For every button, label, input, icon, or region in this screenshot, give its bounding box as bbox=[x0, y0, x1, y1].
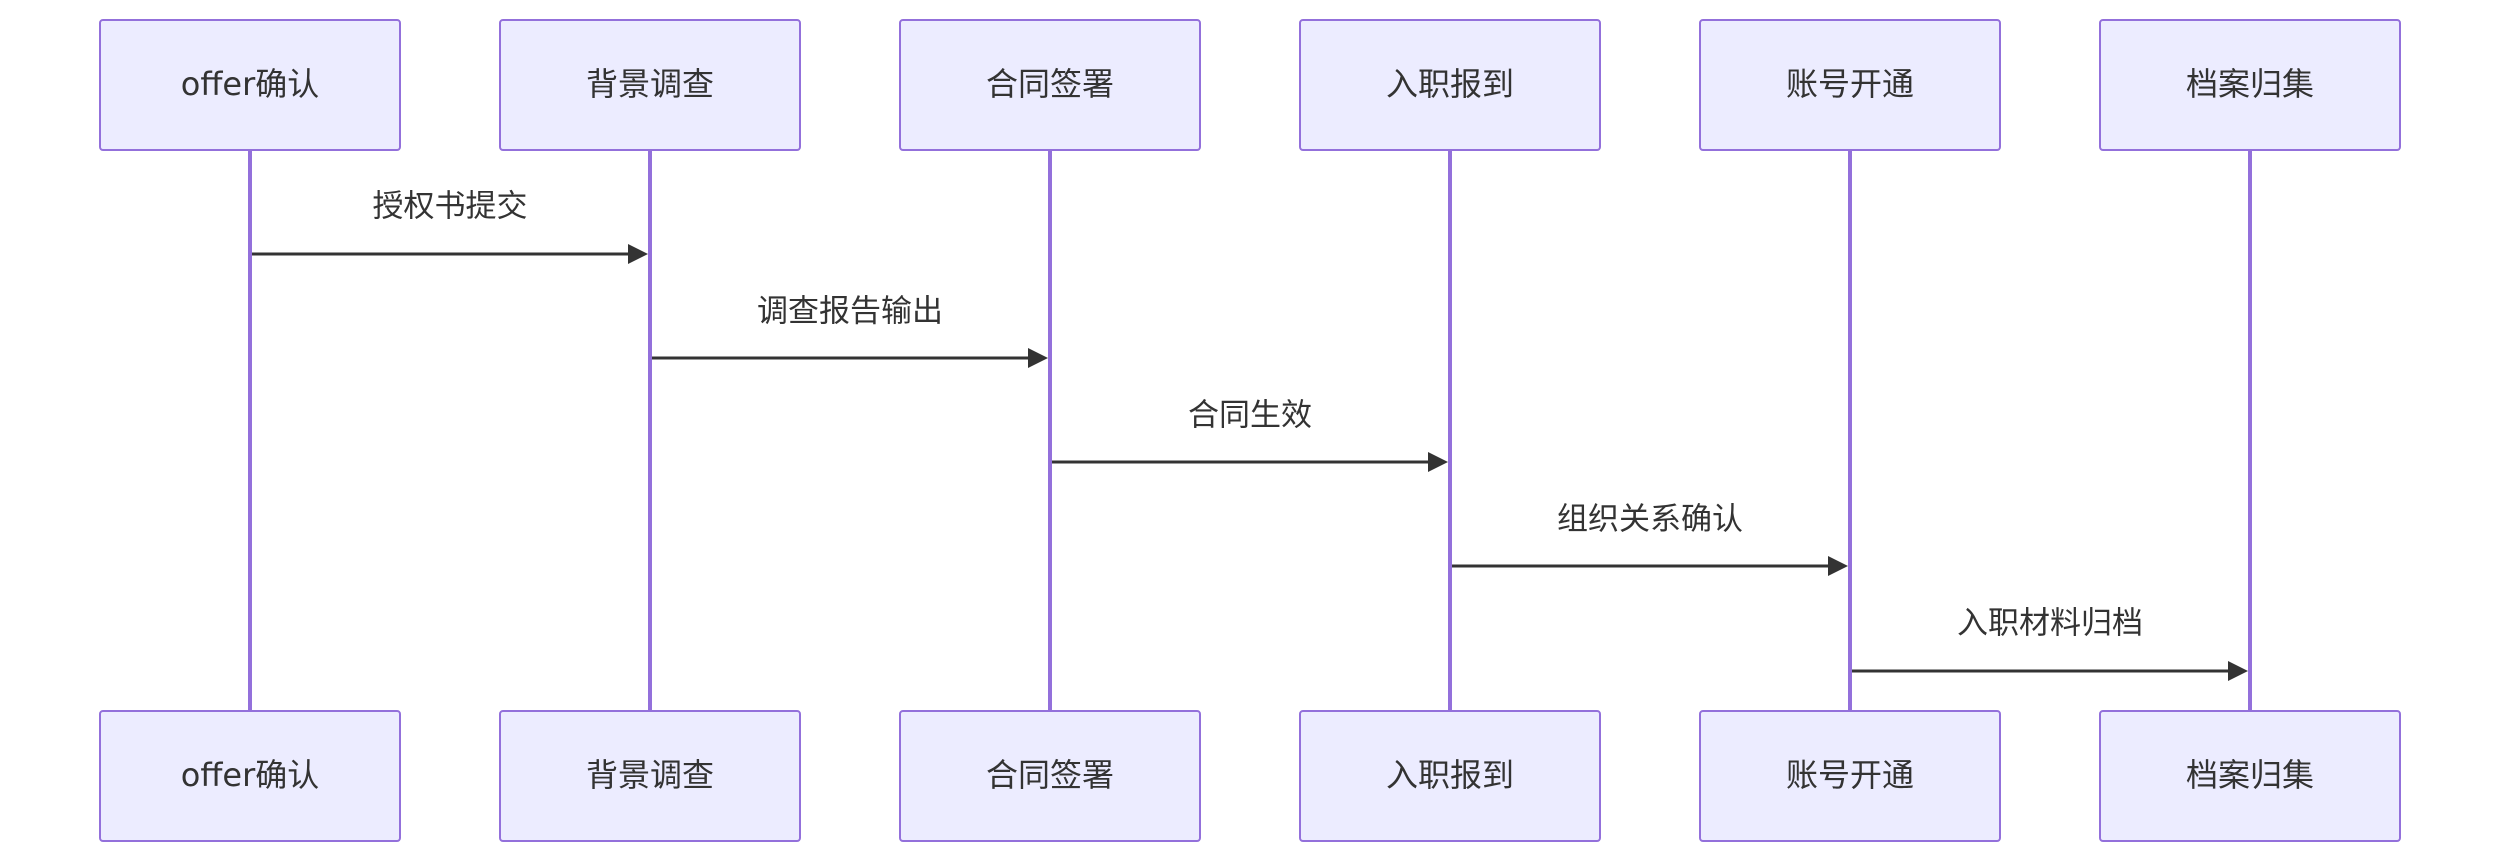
message-2-arrow-icon bbox=[1028, 348, 1048, 368]
actor-bottom-onboarding-label: 入职报到 bbox=[1386, 756, 1514, 794]
message-4-label: 组织关系确认 bbox=[1557, 502, 1743, 538]
message-5-label: 入职材料归档 bbox=[1957, 606, 2143, 642]
actor-bottom-contract: 合同签署 bbox=[899, 710, 1201, 842]
actor-top-offer: offer确认 bbox=[99, 19, 401, 151]
actor-bottom-account: 账号开通 bbox=[1699, 710, 2001, 842]
actor-bottom-contract-label: 合同签署 bbox=[986, 756, 1114, 794]
actor-top-account: 账号开通 bbox=[1699, 19, 2001, 151]
message-3: 合同生效 bbox=[1052, 398, 1448, 472]
actor-top-contract-label: 合同签署 bbox=[986, 65, 1114, 103]
message-5: 入职材料归档 bbox=[1852, 606, 2248, 681]
message-1: 授权书提交 bbox=[252, 189, 648, 264]
actor-top-onboarding: 入职报到 bbox=[1299, 19, 1601, 151]
actor-top-archive-label: 档案归集 bbox=[2186, 65, 2314, 103]
actor-top-background-label: 背景调查 bbox=[586, 65, 714, 103]
message-3-label: 合同生效 bbox=[1188, 398, 1312, 434]
message-2-label: 调查报告输出 bbox=[757, 294, 943, 330]
actor-bottom-offer-label: offer确认 bbox=[181, 756, 319, 794]
message-1-label: 授权书提交 bbox=[373, 189, 528, 225]
actor-bottom-onboarding: 入职报到 bbox=[1299, 710, 1601, 842]
actor-top-account-label: 账号开通 bbox=[1786, 65, 1914, 103]
actor-bottom-archive-label: 档案归集 bbox=[2186, 756, 2314, 794]
actor-top-background: 背景调查 bbox=[499, 19, 801, 151]
actor-bottom-offer: offer确认 bbox=[99, 710, 401, 842]
actor-bottom-background-label: 背景调查 bbox=[586, 756, 714, 794]
actor-bottom-account-label: 账号开通 bbox=[1786, 756, 1914, 794]
message-3-arrow-icon bbox=[1428, 452, 1448, 472]
actor-top-contract: 合同签署 bbox=[899, 19, 1201, 151]
actor-bottom-background: 背景调查 bbox=[499, 710, 801, 842]
actor-top-onboarding-label: 入职报到 bbox=[1386, 65, 1514, 103]
actor-bottom-archive: 档案归集 bbox=[2099, 710, 2401, 842]
message-4: 组织关系确认 bbox=[1452, 502, 1848, 576]
actor-top-archive: 档案归集 bbox=[2099, 19, 2401, 151]
message-5-arrow-icon bbox=[2228, 661, 2248, 681]
message-4-arrow-icon bbox=[1828, 556, 1848, 576]
message-1-arrow-icon bbox=[628, 244, 648, 264]
actor-top-offer-label: offer确认 bbox=[181, 65, 319, 103]
message-2: 调查报告输出 bbox=[652, 294, 1048, 368]
